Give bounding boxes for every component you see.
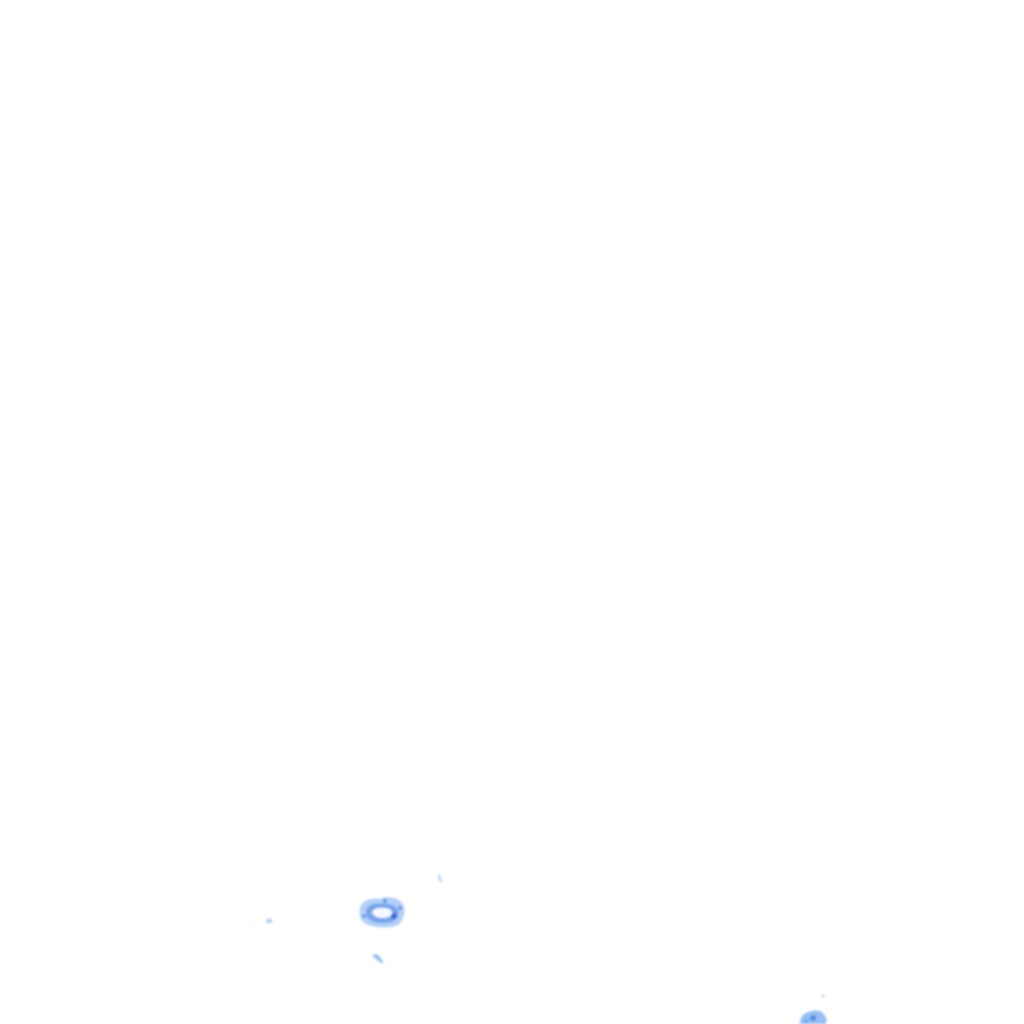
radar-echo-speck-right (821, 994, 825, 998)
radar-echo-speck-left (254, 918, 272, 924)
radar-echo-edge-cell (799, 1010, 827, 1024)
radar-echo-main-cell (359, 897, 405, 928)
radar-echo-streak (372, 953, 384, 963)
radar-echo-speck-top (438, 874, 443, 883)
